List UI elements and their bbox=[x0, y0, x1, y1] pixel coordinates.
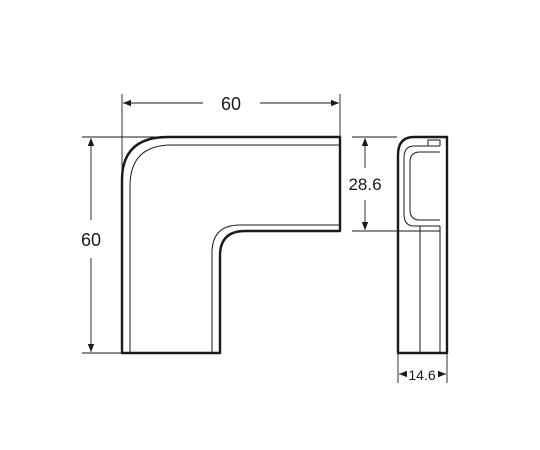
dim-label-opening-height: 28.6 bbox=[348, 175, 381, 194]
elbow-bend-line bbox=[211, 224, 340, 353]
elbow-front-view bbox=[120, 135, 342, 355]
dimension-lines bbox=[82, 94, 448, 383]
side-channel bbox=[403, 145, 440, 227]
dim-label-left-height: 60 bbox=[81, 230, 101, 250]
dim-label-top-width: 60 bbox=[221, 94, 241, 114]
side-outer-contour bbox=[396, 135, 449, 355]
side-lip bbox=[427, 139, 441, 146]
elbow-inner-line bbox=[129, 144, 340, 353]
elbow-side-view bbox=[396, 135, 449, 355]
dim-label-side-depth: 14.6 bbox=[408, 367, 435, 383]
elbow-outer-contour bbox=[120, 135, 342, 355]
side-channel-inner bbox=[409, 151, 440, 221]
